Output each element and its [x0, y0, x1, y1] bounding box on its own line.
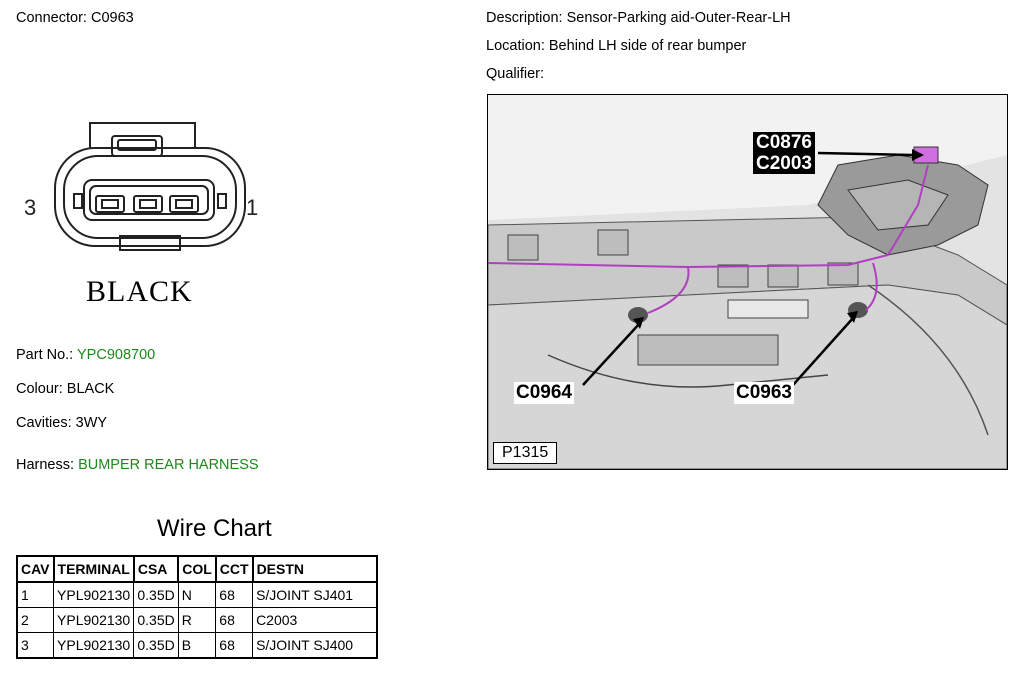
- col-destn: DESTN: [251, 555, 378, 583]
- cell-terminal: YPL902130: [53, 632, 135, 659]
- connector-colour-caption: BLACK: [86, 275, 193, 308]
- col-col: COL: [177, 555, 217, 583]
- cell-destn: S/JOINT SJ401: [252, 581, 378, 608]
- photo-code: P1315: [493, 442, 558, 464]
- connector-label: Connector:: [16, 10, 87, 26]
- cell-cct: 68: [215, 581, 254, 608]
- connector-field: Connector: C0963: [16, 10, 134, 26]
- harness-link[interactable]: BUMPER REAR HARNESS: [78, 457, 259, 473]
- harness-label: Harness:: [16, 457, 75, 473]
- cell-cav: 1: [16, 581, 55, 608]
- pin-number-3: 3: [24, 195, 37, 220]
- part-no-link[interactable]: YPC908700: [77, 347, 156, 363]
- table-row: 2 YPL902130 0.35D R 68 C2003: [16, 607, 378, 633]
- cell-csa: 0.35D: [133, 581, 179, 608]
- qualifier-field: Qualifier:: [486, 66, 544, 82]
- cell-cav: 3: [16, 632, 55, 659]
- cell-destn: C2003: [252, 607, 378, 633]
- table-row: 1 YPL902130 0.35D N 68 S/JOINT SJ401: [16, 581, 378, 608]
- cell-col: N: [177, 581, 217, 608]
- callout-c0964: C0964: [514, 382, 574, 404]
- callout-top-line-2: C2003: [756, 153, 812, 174]
- cell-cav: 2: [16, 607, 55, 633]
- bumper-illustration: [488, 95, 1007, 469]
- qualifier-label: Qualifier:: [486, 66, 545, 82]
- connector-value: C0963: [90, 10, 134, 26]
- part-no-label: Part No.:: [16, 347, 74, 363]
- wire-chart-header-row: CAV TERMINAL CSA COL CCT DESTN: [16, 555, 378, 583]
- location-value: Behind LH side of rear bumper: [548, 38, 747, 54]
- cavities-field: Cavities: 3WY: [16, 415, 107, 431]
- cell-col: R: [177, 607, 217, 633]
- location-photo: C0876 C2003 C0964 C0963 P1315: [487, 94, 1008, 470]
- cell-cct: 68: [215, 632, 254, 659]
- cell-csa: 0.35D: [133, 607, 179, 633]
- pin-number-1: 1: [246, 195, 259, 220]
- cell-cct: 68: [215, 607, 254, 633]
- wire-chart-title: Wire Chart: [157, 515, 272, 542]
- cavities-value: 3WY: [75, 415, 108, 431]
- cell-col: B: [177, 632, 217, 659]
- colour-label: Colour:: [16, 381, 63, 397]
- col-csa: CSA: [132, 555, 180, 583]
- col-terminal: TERMINAL: [52, 555, 135, 583]
- callout-c0876-c2003: C0876 C2003: [753, 132, 815, 174]
- wire-chart-table: CAV TERMINAL CSA COL CCT DESTN 1 YPL9021…: [16, 555, 378, 659]
- harness-field: Harness: BUMPER REAR HARNESS: [16, 457, 259, 473]
- location-label: Location:: [486, 38, 545, 54]
- cavities-label: Cavities:: [16, 415, 72, 431]
- callout-top-line-1: C0876: [756, 132, 812, 153]
- cell-destn: S/JOINT SJ400: [252, 632, 378, 659]
- description-field: Description: Sensor-Parking aid-Outer-Re…: [486, 10, 791, 26]
- connector-face-diagram: [54, 122, 246, 251]
- col-cav: CAV: [16, 555, 55, 583]
- part-no-field: Part No.: YPC908700: [16, 347, 155, 363]
- location-field: Location: Behind LH side of rear bumper: [486, 38, 746, 54]
- colour-value: BLACK: [66, 381, 115, 397]
- cell-csa: 0.35D: [133, 632, 179, 659]
- col-cct: CCT: [214, 555, 254, 583]
- colour-field: Colour: BLACK: [16, 381, 114, 397]
- cell-terminal: YPL902130: [53, 607, 135, 633]
- description-value: Sensor-Parking aid-Outer-Rear-LH: [566, 10, 791, 26]
- description-label: Description:: [486, 10, 563, 26]
- table-row: 3 YPL902130 0.35D B 68 S/JOINT SJ400: [16, 632, 378, 659]
- callout-c0963: C0963: [734, 382, 794, 404]
- cell-terminal: YPL902130: [53, 581, 135, 608]
